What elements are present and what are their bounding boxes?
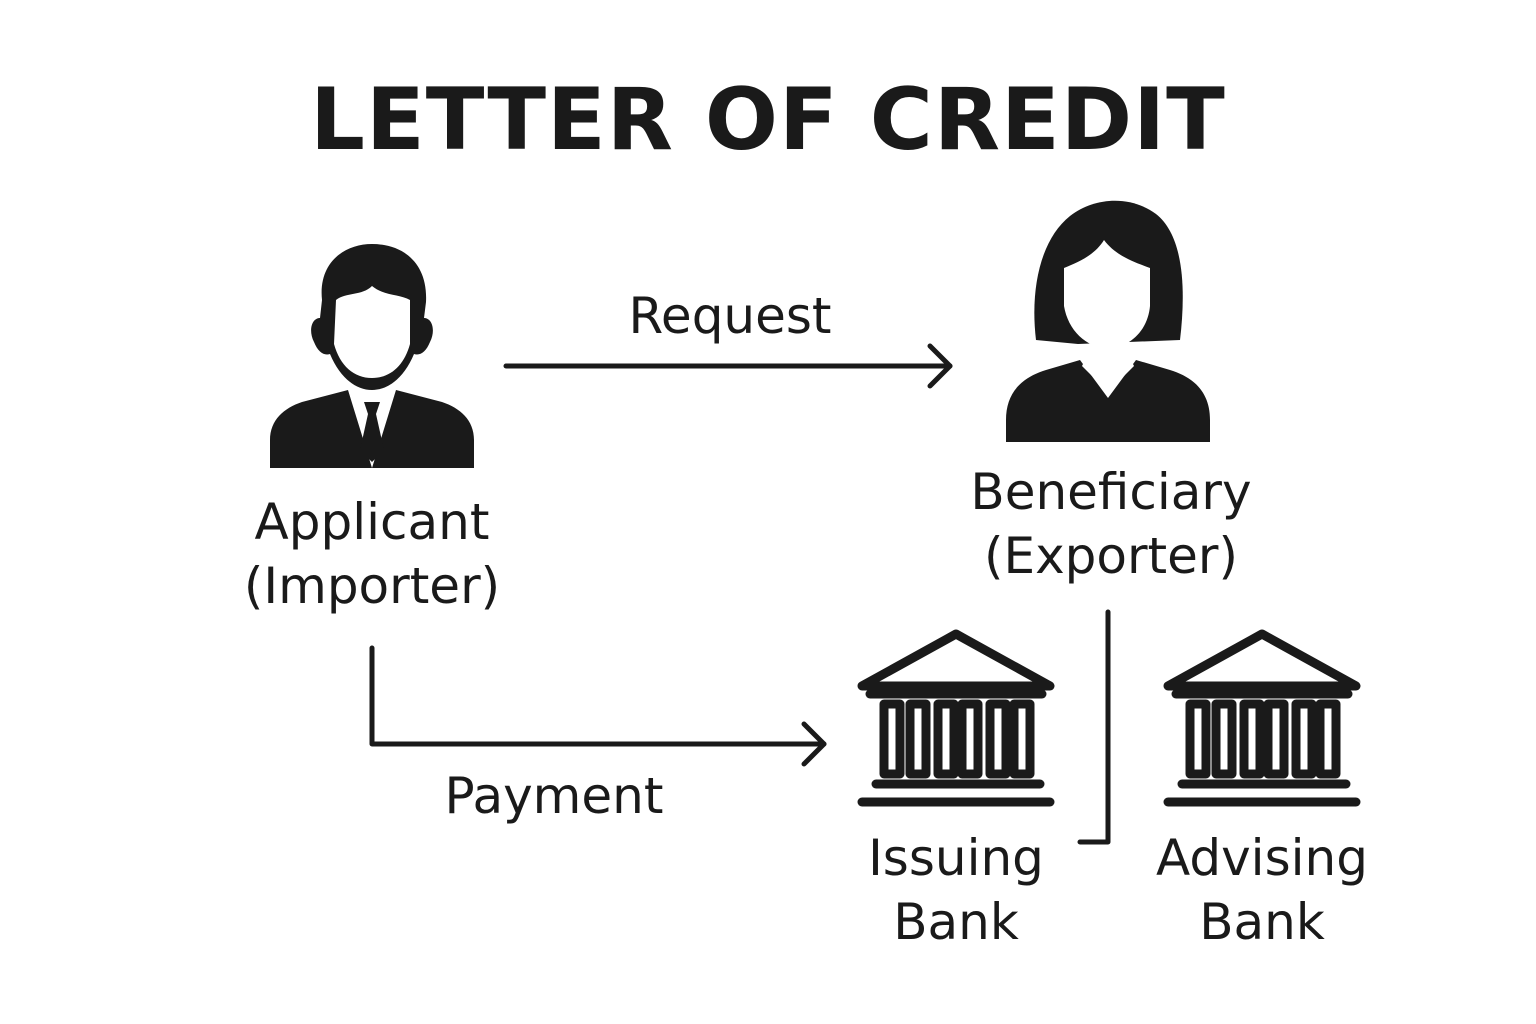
payment-arrow [369, 645, 827, 767]
edge-label-payment: Payment [404, 764, 704, 828]
applicant-line2: (Importer) [243, 557, 501, 615]
issuing-bank-line2: Bank [893, 893, 1019, 951]
node-advising-bank: Advising Bank [1132, 826, 1392, 954]
node-issuing-bank: Issuing Bank [836, 826, 1076, 954]
businessman-icon [270, 244, 474, 468]
node-beneficiary: Beneficiary (Exporter) [946, 460, 1276, 588]
bank-icon [857, 629, 1055, 807]
request-arrow [503, 343, 953, 389]
advising-bank-line2: Bank [1199, 893, 1325, 951]
node-applicant: Applicant (Importer) [222, 490, 522, 618]
beneficiary-line1: Beneficiary [970, 463, 1252, 521]
beneficiary-line2: (Exporter) [983, 527, 1238, 585]
issuing-bank-line1: Issuing [868, 829, 1044, 887]
bank-icon [1163, 629, 1361, 807]
beneficiary-bank-connector [1077, 609, 1111, 845]
request-label: Request [628, 287, 832, 345]
payment-label: Payment [444, 767, 664, 825]
woman-icon [1006, 200, 1210, 442]
advising-bank-line1: Advising [1156, 829, 1368, 887]
edge-label-request: Request [580, 284, 880, 348]
applicant-line1: Applicant [254, 493, 490, 551]
diagram-title: LETTER OF CREDIT [310, 70, 1226, 170]
